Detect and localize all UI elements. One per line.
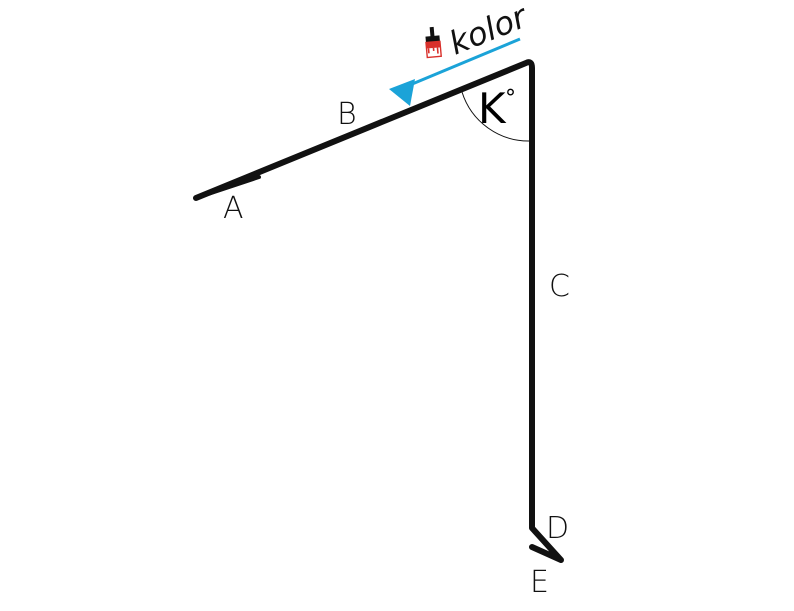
segment-label-c: C (549, 269, 570, 304)
profile-line (193, 59, 564, 563)
color-side-marker (389, 79, 415, 106)
segment-label-a: A (223, 191, 244, 226)
angle-arc (461, 91, 532, 142)
angle-degree-symbol: ° (505, 86, 516, 111)
segment-label-b: B (337, 97, 357, 132)
angle-label: K (478, 84, 507, 133)
segment-label-e: E (530, 565, 549, 600)
hem-line-a (194, 175, 261, 200)
paint-brush-icon (425, 26, 442, 59)
color-side-line (404, 37, 521, 89)
segment-label-d: D (546, 511, 569, 546)
